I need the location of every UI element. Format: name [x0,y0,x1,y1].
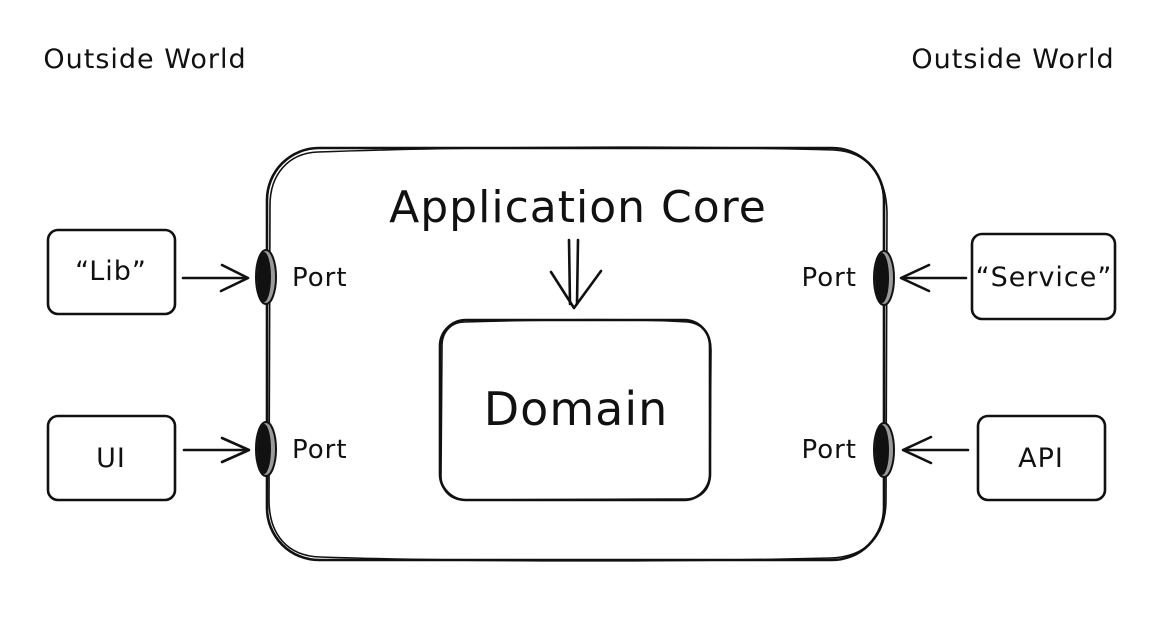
port-left-bottom-label: Port [292,435,348,465]
lib-adapter-label: “Lib” [75,256,147,287]
ui-adapter-box: UI [46,414,177,502]
ui-to-port-arrow [182,436,251,464]
core-to-domain-arrow [549,238,603,310]
ui-adapter-label: UI [96,443,126,474]
api-to-port-arrow [901,435,970,465]
port-right-bottom-label: Port [801,435,857,465]
domain-title: Domain [484,382,669,436]
application-core-title: Application Core [389,182,767,233]
port-right-top-label: Port [801,263,857,293]
service-adapter-label: “Service” [976,262,1113,293]
outside-world-right-label: Outside World [911,44,1114,75]
port-left-bottom-icon [255,421,277,477]
port-right-bottom-icon [873,422,895,478]
api-adapter-box: API [976,414,1107,502]
api-adapter-label: API [1018,443,1064,474]
port-right-top-icon [873,250,895,306]
domain-box [438,318,712,502]
lib-adapter-box: “Lib” [46,228,177,316]
port-left-top-label: Port [292,263,348,293]
port-left-top-icon [255,249,277,305]
outside-world-left-label: Outside World [43,44,246,75]
service-adapter-box: “Service” [970,232,1117,321]
lib-to-port-arrow [181,263,250,293]
application-core-box [265,146,888,562]
service-to-port-arrow [899,263,968,293]
